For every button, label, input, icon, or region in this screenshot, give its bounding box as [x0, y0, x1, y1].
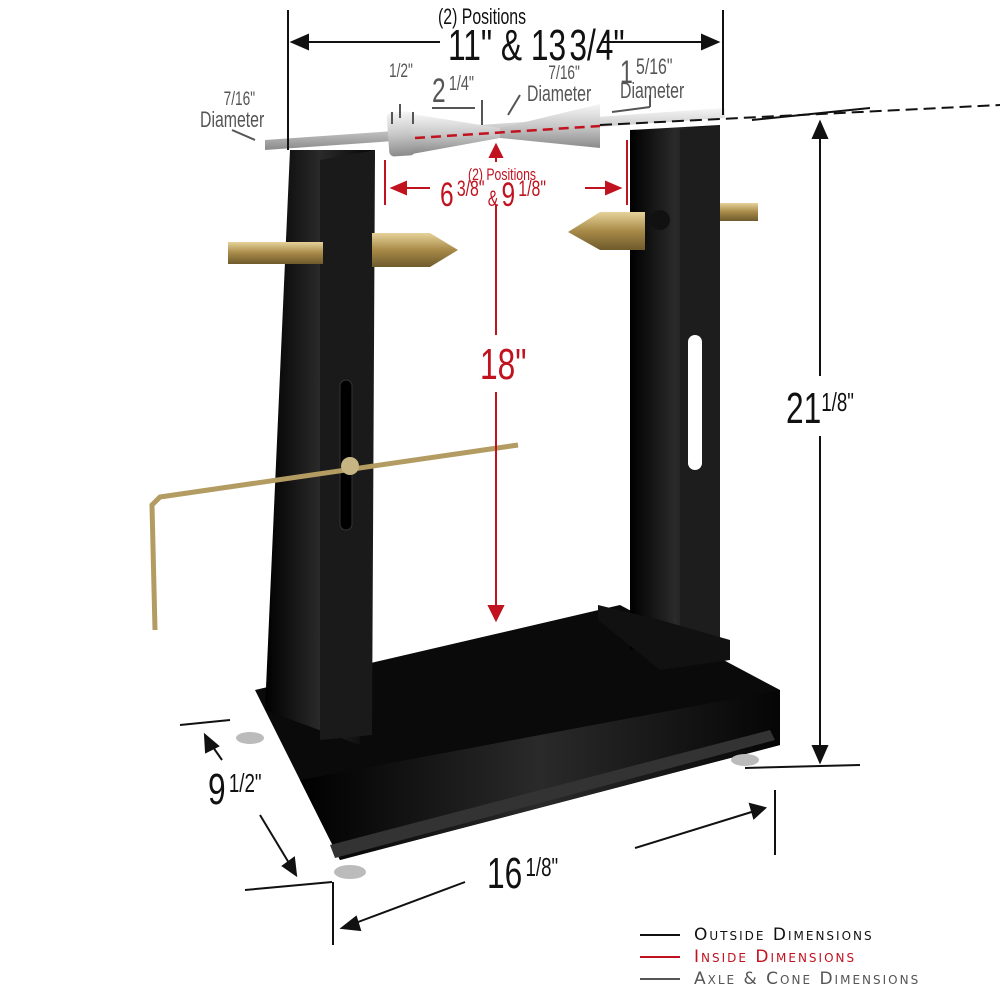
cone-length-label: 2 1/4" — [432, 72, 474, 110]
dimension-lines — [179, 10, 871, 945]
inside-dimension-lines — [384, 140, 628, 623]
inside-height-label: 18" — [480, 340, 527, 389]
axle-end-diameter-label: 7/16"Diameter — [200, 89, 265, 132]
left-cone — [228, 233, 458, 267]
right-upright — [598, 125, 730, 670]
base-depth-label: 9 1/2" — [208, 765, 262, 814]
legend-swatch-outside — [640, 934, 680, 936]
total-height-label: 211/8" — [786, 384, 854, 433]
axle-center-diameter-label: 7/16"Diameter — [527, 63, 592, 106]
legend-item-outside: Outside Dimensions — [640, 924, 1000, 946]
left-upright — [265, 150, 375, 745]
inside-width-note: (2) Positions — [468, 165, 537, 184]
axle-dimension-lines — [231, 94, 651, 141]
right-cone — [568, 203, 758, 250]
legend-swatch-inside — [640, 956, 680, 958]
top-width-label: 11" & 13 3/4" — [448, 21, 625, 70]
cone-diameter-label: 1 5/16"Diameter — [620, 54, 685, 103]
dimension-legend: Outside Dimensions Inside Dimensions Axl… — [640, 924, 1000, 990]
legend-swatch-axle-cone — [640, 978, 680, 980]
legend-item-inside: Inside Dimensions — [640, 946, 1000, 968]
legend-item-axle-cone: Axle & Cone Dimensions — [640, 968, 1000, 990]
base-length-label: 16 1/8" — [487, 849, 559, 898]
base-plate — [236, 605, 780, 879]
top-width-note: (2) Positions — [438, 4, 527, 29]
truing-pointer — [149, 442, 519, 631]
collar-width-label: 1/2" — [389, 61, 413, 82]
inside-width-label: 6 3/8" & 9 1/8" — [440, 176, 546, 214]
